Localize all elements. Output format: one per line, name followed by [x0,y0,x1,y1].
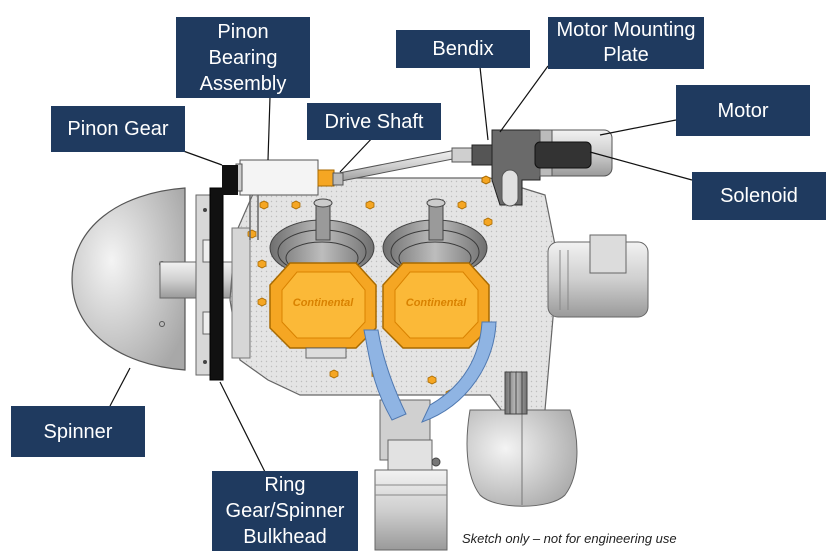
label-motor-mounting-plate: Motor Mounting Plate [548,17,704,69]
ring-gear [209,187,224,381]
label-pinon-bearing-assembly: Pinon Bearing Assembly [176,17,310,98]
label-spinner: Spinner [11,406,145,457]
label-solenoid-text: Solenoid [720,185,798,207]
label-ring-gear-spinner-bulkhead: Ring Gear/Spinner Bulkhead [212,471,358,551]
cylinder-left: Continental [269,198,377,359]
oil-sump [374,399,448,551]
label-drive-shaft: Drive Shaft [307,103,441,140]
label-pinon-bearing-assembly-text: Pinon Bearing Assembly [199,20,287,95]
cylinder-brand-left: Continental [293,297,354,309]
label-motor: Motor [676,85,810,136]
pinon-gear [222,165,238,195]
label-bendix-text: Bendix [432,38,494,60]
bendix [471,144,495,166]
alternator [547,234,649,318]
label-drive-shaft-text: Drive Shaft [324,110,424,133]
cylinder-brand-right: Continental [406,297,467,309]
spinner [71,187,186,371]
label-pinon-gear: Pinon Gear [51,106,185,152]
accessory-housing [466,371,578,507]
cylinder-right: Continental [382,198,490,349]
pulley [504,371,528,415]
footnote: Sketch only – not for engineering use [462,531,677,546]
label-bendix: Bendix [396,30,530,68]
label-solenoid: Solenoid [692,172,826,220]
label-spinner-text: Spinner [43,420,113,443]
label-motor-text: Motor [717,99,769,122]
pinon-bearing-assembly [235,159,335,240]
intake-tube-right [421,321,497,423]
label-pinon-gear-text: Pinon Gear [67,118,169,140]
drive-shaft [332,147,473,186]
solenoid-body [534,141,592,169]
label-ring-gear-spinner-bulkhead-text: Ring Gear/Spinner Bulkhead [225,474,345,548]
label-motor-mounting-plate-text: Motor Mounting Plate [556,19,696,66]
intake-tube-left [363,329,407,421]
